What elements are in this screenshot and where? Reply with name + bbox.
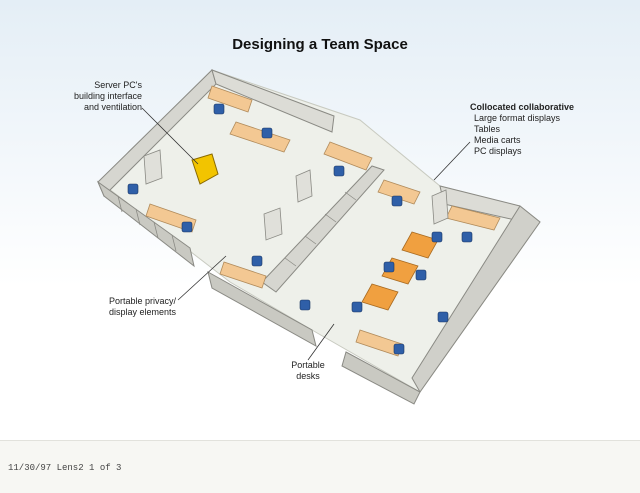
chair (351, 301, 363, 313)
collab-table-3 (361, 283, 399, 311)
desk-cubicle-4 (323, 141, 373, 171)
callout-line: desks (296, 371, 320, 381)
footer-bar: 11/30/97 Lens2 1 of 3 (0, 440, 640, 493)
diagram-title: Designing a Team Space (232, 36, 408, 53)
wall-panel-back (211, 69, 335, 133)
chair (127, 183, 139, 195)
portable-panel (143, 149, 163, 185)
chair (461, 231, 473, 243)
desk-cubicle-5 (377, 179, 421, 205)
callout-line: Portable privacy/ (108, 296, 176, 306)
chair (333, 165, 345, 177)
portable-panel (295, 169, 313, 203)
chair (415, 269, 427, 281)
wall-panel-bottom-middle (207, 271, 317, 347)
callout-header: Collocated collaborative (470, 102, 575, 112)
callout-colocated: Collocated collaborative Large format di… (470, 102, 630, 157)
callout-line: display elements (108, 307, 176, 317)
wall-panel-left-front (96, 180, 195, 268)
wall-panel-center-spine (261, 165, 385, 293)
chair (299, 299, 311, 311)
callout-line: Large format displays (474, 113, 561, 123)
callout-line: and ventilation (83, 102, 142, 112)
leader-portable (177, 255, 227, 301)
callout-line: Server PC's (94, 80, 142, 90)
callout-line: Media carts (474, 135, 521, 145)
chair (213, 103, 225, 115)
portable-panel (263, 207, 283, 241)
floor-plan-illustration (96, 69, 541, 405)
collab-table-1 (401, 231, 439, 259)
footer-text: 11/30/97 Lens2 1 of 3 (8, 463, 122, 473)
leader-desks (307, 323, 335, 361)
desk-cubicle-7 (355, 329, 403, 357)
chair (251, 255, 263, 267)
server-pc-highlight (191, 153, 219, 185)
chair (437, 311, 449, 323)
portable-panel (431, 189, 449, 225)
callout-line: PC displays (474, 146, 522, 156)
callout-portable-privacy: Portable privacy/ display elements (64, 296, 176, 318)
wall-panel-right-front (341, 351, 421, 405)
desk-cubicle-1 (207, 85, 253, 113)
chair (391, 195, 403, 207)
chair (261, 127, 273, 139)
desk-cubicle-6 (219, 261, 267, 289)
chair (431, 231, 443, 243)
chair (181, 221, 193, 233)
leader-server (141, 107, 199, 165)
callout-line: Tables (474, 124, 501, 134)
chair (393, 343, 405, 355)
callout-line: Portable (291, 360, 325, 370)
diagram-canvas: Designing a Team Space (0, 0, 640, 440)
callout-line: building interface (73, 91, 142, 101)
callout-server-pc: Server PC's building interface and venti… (44, 80, 142, 113)
leader-colloc (433, 141, 471, 181)
callout-portable-desks: Portable desks (278, 360, 338, 382)
chair (383, 261, 395, 273)
